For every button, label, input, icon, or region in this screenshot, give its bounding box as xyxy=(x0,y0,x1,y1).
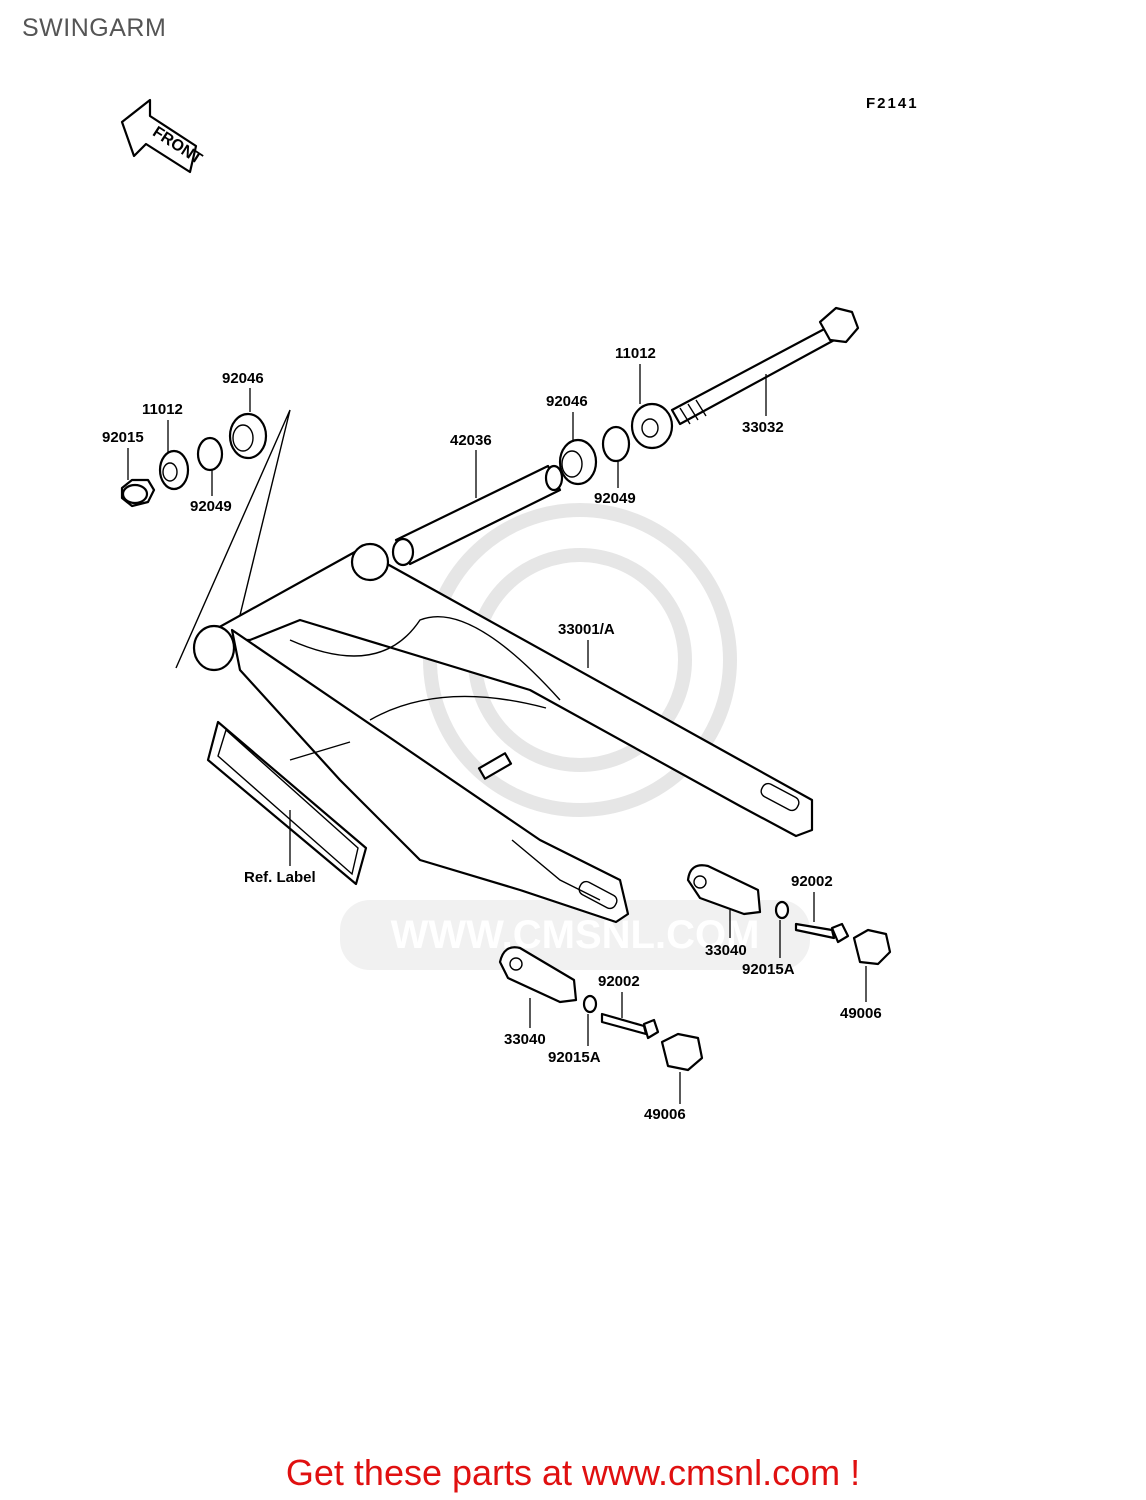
callout-92046-left: 92046 xyxy=(222,370,264,387)
callout-33032: 33032 xyxy=(742,419,784,436)
callout-92049-left: 92049 xyxy=(190,498,232,515)
front-arrow-icon: FRONT xyxy=(120,98,205,174)
callout-33040-right: 33040 xyxy=(705,942,747,959)
callout-92049-right: 92049 xyxy=(594,490,636,507)
callout-49006-lower: 49006 xyxy=(644,1106,686,1123)
callout-92002-right: 92002 xyxy=(791,873,833,890)
callout-11012-left: 11012 xyxy=(142,401,183,418)
figure-code: F2141 xyxy=(866,95,919,112)
callout-49006-right: 49006 xyxy=(840,1005,882,1022)
callout-92046-right: 92046 xyxy=(546,393,588,410)
swingarm-body xyxy=(192,542,814,924)
callout-33001a: 33001/A xyxy=(558,621,615,638)
right-pivot-bushing-group xyxy=(558,402,674,486)
callout-11012-right: 11012 xyxy=(615,345,656,362)
footer-promo-link[interactable]: Get these parts at www.cmsnl.com ! xyxy=(285,1452,861,1493)
pivot-bolt xyxy=(670,306,860,426)
lower-chain-adjuster-group xyxy=(498,946,704,1072)
left-pivot-bushing-group xyxy=(120,409,291,669)
callout-42036: 42036 xyxy=(450,432,492,449)
callout-92015-left: 92015 xyxy=(102,429,144,446)
callout-92002-lower: 92002 xyxy=(598,973,640,990)
callout-92015a-lower: 92015A xyxy=(548,1049,601,1066)
callout-33040-lower: 33040 xyxy=(504,1031,546,1048)
watermark-text: WWW.CMSNL.COM xyxy=(391,913,760,957)
reference-label-plate xyxy=(206,720,368,886)
right-chain-adjuster-group xyxy=(686,864,892,966)
pivot-sleeve xyxy=(391,464,564,567)
ref-label-callout: Ref. Label xyxy=(244,869,316,886)
page-title: SWINGARM xyxy=(22,14,167,42)
callout-92015a-right: 92015A xyxy=(742,961,795,978)
